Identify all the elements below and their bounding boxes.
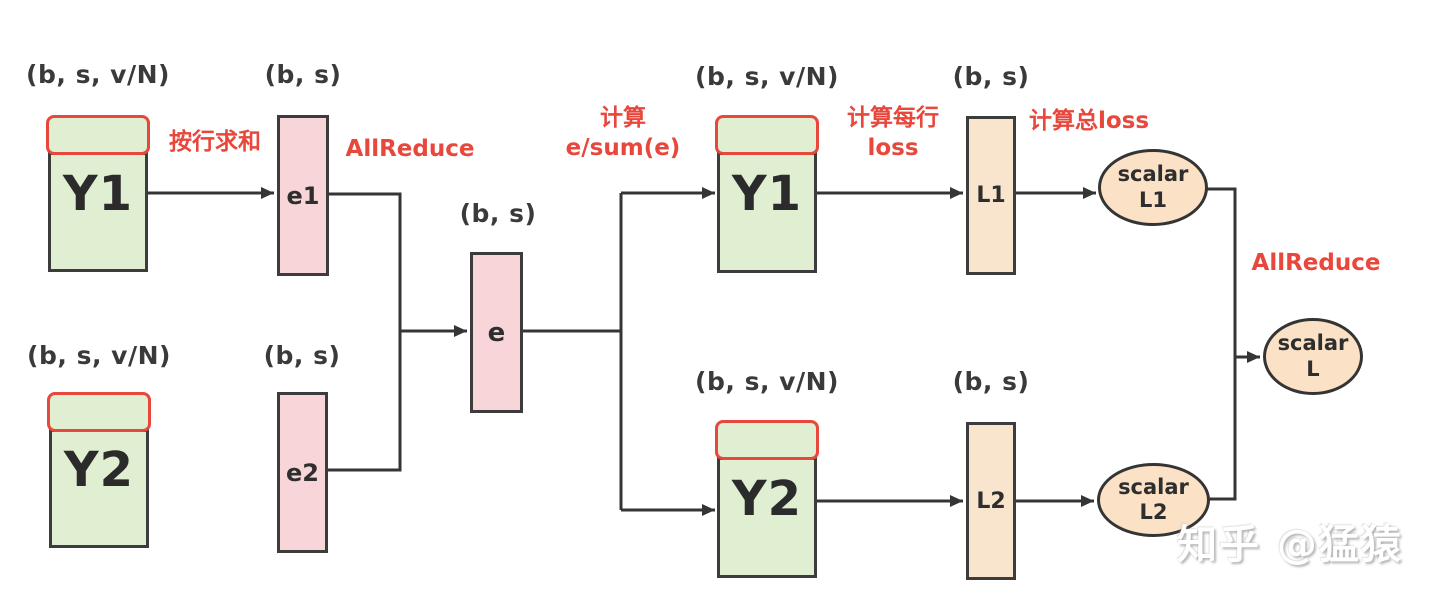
tensor-label: Y1 (62, 165, 134, 222)
dim-label-e2: (b, s) (263, 341, 341, 370)
wire-e1-e2-merge (328, 192, 402, 472)
oval-label-line2: L2 (1139, 500, 1168, 524)
bar-e: e (470, 252, 523, 413)
note-compute-softmax: 计算 e/sum(e) (543, 104, 703, 164)
note-allreduce-left: AllReduce (345, 136, 475, 162)
note-total-loss: 计算总loss (1028, 108, 1150, 134)
dim-label-y1-left: (b, s, v/N) (26, 60, 170, 89)
note-row-loss-line2: loss (867, 134, 919, 161)
dim-label-e: (b, s) (459, 199, 537, 228)
tensor-body (48, 152, 148, 272)
bar-e1: e1 (277, 115, 329, 276)
dim-label-y1-right: (b, s, v/N) (695, 62, 839, 91)
note-compute-softmax-line2: e/sum(e) (565, 134, 681, 161)
note-row-loss-line1: 计算每行 (847, 105, 939, 131)
first-row-highlight (47, 392, 151, 432)
dim-label-e1: (b, s) (264, 60, 342, 89)
tensor-y2-right: Y2 (715, 420, 819, 578)
oval-label-line2: L (1306, 356, 1320, 381)
tensor-label: Y2 (731, 471, 803, 527)
note-compute-softmax-line1: 计算 (600, 105, 646, 131)
bar-label: L2 (976, 488, 1006, 514)
oval-label-line1: scalar (1117, 162, 1189, 187)
note-row-loss: 计算每行 loss (813, 104, 973, 164)
dim-label-y2-left: (b, s, v/N) (27, 341, 171, 370)
bar-label: L1 (976, 183, 1006, 208)
bar-l2: L2 (966, 422, 1016, 580)
tensor-y1-right: Y1 (715, 115, 819, 273)
note-row-sum: 按行求和 (169, 129, 261, 155)
first-row-highlight (715, 420, 819, 460)
oval-scalar-l2: scalar L2 (1097, 463, 1210, 537)
dim-label-y2-right: (b, s, v/N) (695, 367, 839, 396)
tensor-label: Y2 (63, 442, 135, 498)
bar-label: e1 (286, 181, 320, 210)
first-row-highlight (715, 115, 819, 155)
watermark: 知乎 @猛猿 (1177, 522, 1403, 568)
oval-label-line2: L1 (1139, 187, 1167, 212)
tensor-label: Y1 (731, 166, 803, 222)
tensor-y2-left: Y2 (47, 392, 151, 548)
bar-label: e2 (286, 458, 319, 487)
bar-l1: L1 (966, 116, 1016, 275)
oval-scalar-l: scalar L (1263, 318, 1363, 395)
bar-label: e (487, 317, 506, 348)
tensor-y1-left: Y1 (46, 115, 150, 272)
oval-label-line1: scalar (1118, 474, 1189, 499)
dim-label-l2: (b, s) (952, 367, 1030, 396)
dim-label-l1: (b, s) (952, 62, 1030, 91)
wire-scalars-merge (1205, 187, 1237, 501)
oval-scalar-l1: scalar L1 (1098, 149, 1208, 226)
note-allreduce-right: AllReduce (1251, 250, 1381, 276)
oval-label-line1: scalar (1277, 331, 1349, 356)
bar-e2: e2 (277, 392, 328, 553)
first-row-highlight (46, 115, 150, 155)
